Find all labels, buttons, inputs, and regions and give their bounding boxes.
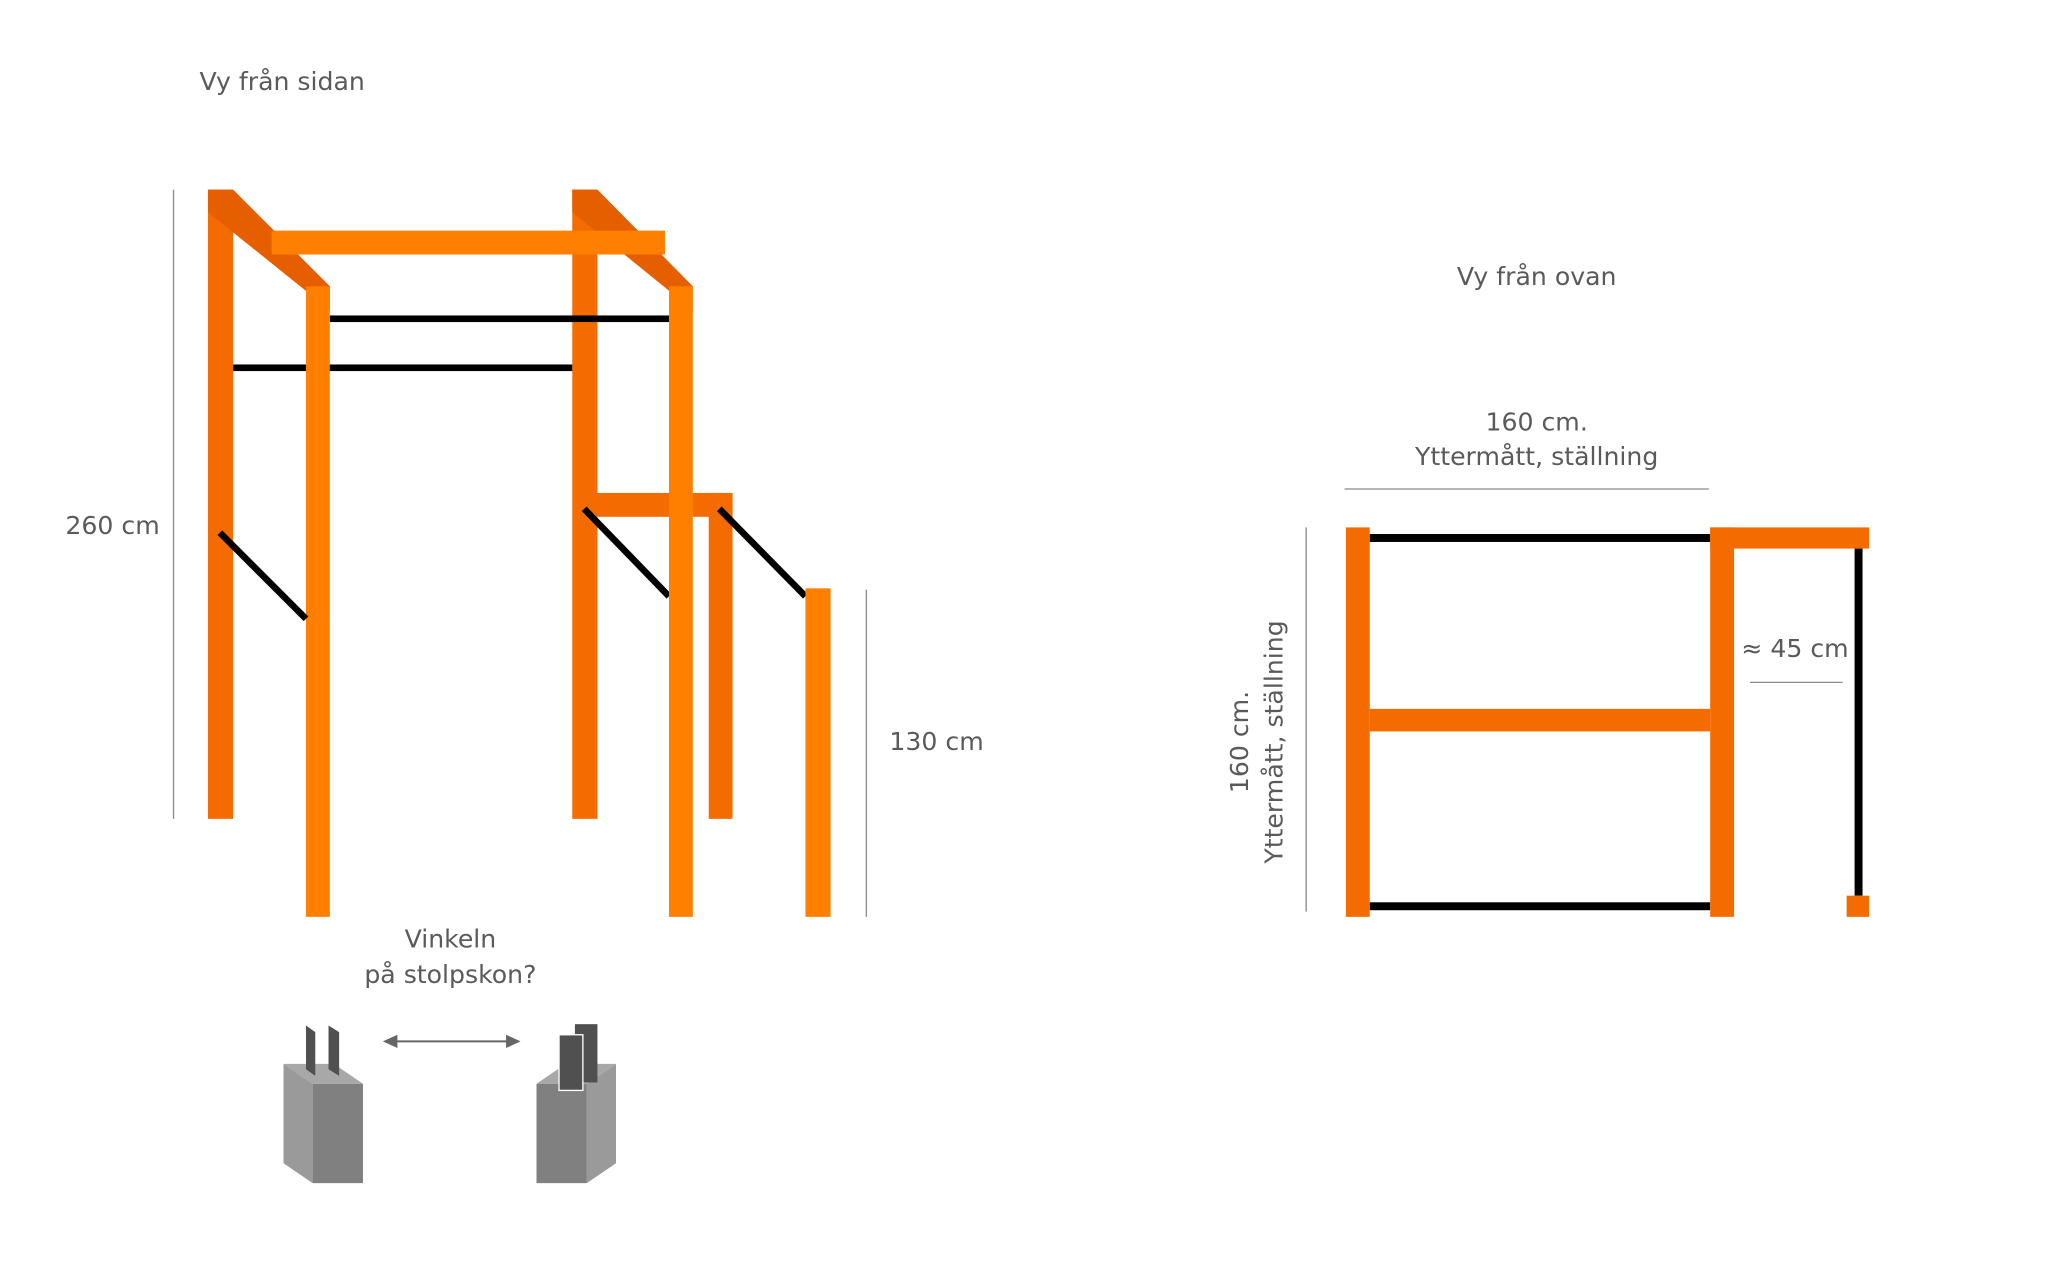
angle-arrow-icon (382, 1034, 521, 1049)
width-label: Yttermått, ställning (1414, 442, 1658, 471)
back-right-post (572, 189, 598, 819)
top-view: Vy från ovan 160 cm. Yttermått, ställnin… (1225, 262, 1870, 917)
low-back-post (708, 492, 733, 819)
extension-post (1846, 895, 1870, 917)
low-diagonal-bar (716, 506, 808, 599)
bottom-bar (1369, 902, 1711, 911)
depth-value: 160 cm. (1225, 691, 1254, 793)
front-bar (329, 315, 669, 323)
front-left-post (306, 286, 330, 917)
top-bar (1369, 534, 1711, 542)
top-view-title: Vy från ovan (1457, 262, 1617, 291)
width-value: 160 cm. (1485, 408, 1587, 437)
low-beam (596, 492, 733, 517)
post-shoe-crossed (536, 1024, 616, 1184)
question-line-2: på stolpskon? (364, 960, 536, 989)
extension-bar (1854, 548, 1863, 896)
left-top-diagonal (207, 189, 330, 311)
question-line-1: Vinkeln (405, 924, 497, 953)
middle-diagonal-bar (581, 506, 672, 599)
extension-beam (1710, 527, 1870, 549)
top-beam (271, 230, 666, 255)
side-view: Vy från sidan 260 cm 130 cm Vinkeln på s… (65, 67, 984, 1184)
left-frame (1345, 527, 1370, 917)
low-front-post (805, 588, 831, 917)
back-left-post (207, 189, 234, 819)
front-right-post (668, 286, 693, 917)
extension-label: ≈ 45 cm (1741, 634, 1848, 663)
back-bar (233, 364, 573, 372)
side-view-title: Vy från sidan (199, 67, 364, 96)
height-low-label: 130 cm (889, 727, 983, 756)
right-frame (1710, 527, 1735, 917)
depth-label: Yttermått, ställning (1259, 620, 1288, 864)
height-full-label: 260 cm (65, 511, 159, 540)
post-shoe-parallel (283, 1025, 363, 1184)
middle-beam (1369, 708, 1711, 732)
left-diagonal-bar (217, 530, 309, 622)
